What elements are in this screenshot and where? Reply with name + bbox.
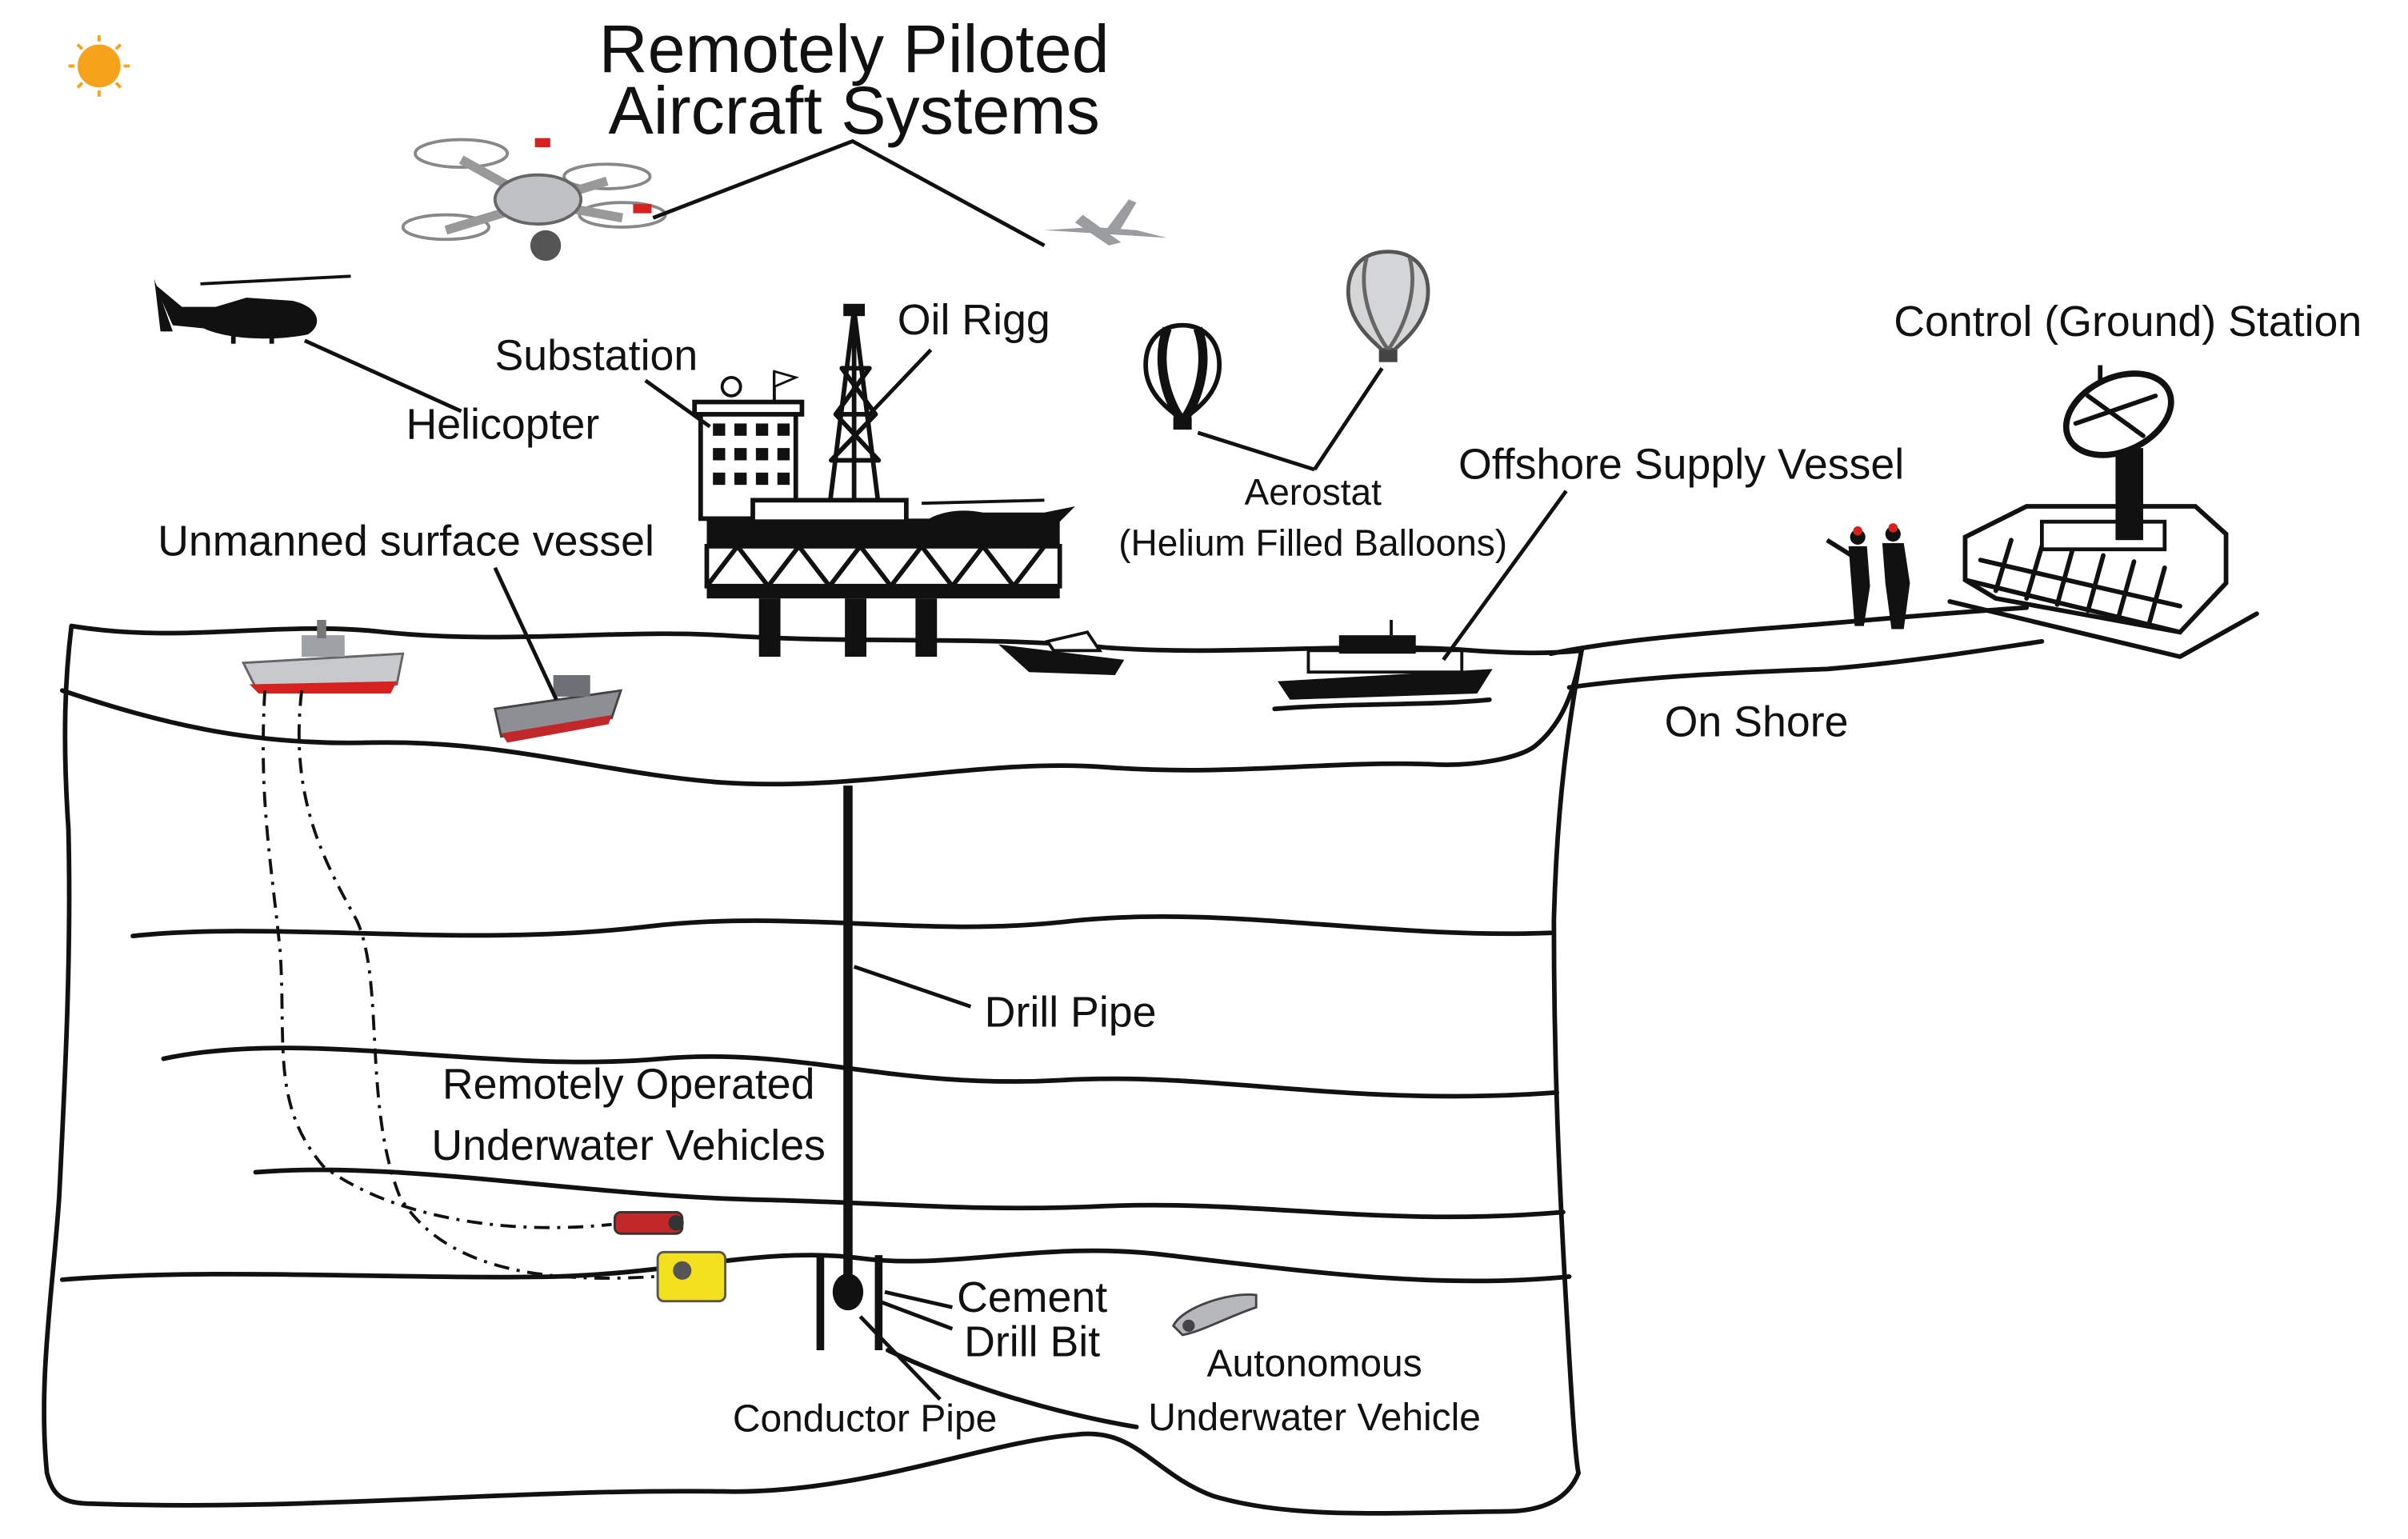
people-icon: [1826, 523, 1910, 630]
grey-balloon-icon: [1346, 250, 1430, 362]
label-rov-line2: Underwater Vehicles: [431, 1121, 826, 1169]
warship-icon: [241, 619, 405, 694]
label-rpas-line2: Aircraft Systems: [609, 73, 1100, 148]
label-rpas-line1: Remotely Piloted: [599, 11, 1110, 86]
oil-rig-platform-icon: [692, 303, 1075, 658]
sun-icon: [68, 35, 130, 97]
unmanned-surface-vessel-icon: [494, 675, 623, 743]
label-helicopter: Helicopter: [406, 401, 599, 449]
label-substation: Substation: [494, 331, 698, 379]
label-on-shore: On Shore: [1665, 698, 1849, 746]
fixed-wing-drone-icon: [1044, 199, 1167, 246]
rov-icon: [613, 1210, 726, 1303]
label-auv-line2: Underwater Vehicle: [1148, 1397, 1481, 1439]
auv-icon: [1171, 1293, 1258, 1337]
labels: Remotely Piloted Aircraft Systems Helico…: [158, 11, 2362, 1441]
speedboat-icon: [998, 630, 1125, 676]
helicopter-icon: [154, 274, 351, 344]
label-control-station: Control (Ground) Station: [1894, 298, 2362, 346]
label-cement: Cement: [957, 1273, 1107, 1321]
label-offshore-supply-vessel: Offshore Supply Vessel: [1458, 440, 1904, 488]
supply-vessel-icon: [1272, 619, 1493, 712]
label-auv-line1: Autonomous: [1207, 1343, 1422, 1385]
label-oil-rig: Oil Rigg: [898, 296, 1050, 344]
label-aerostat-line2: (Helium Filled Balloons): [1118, 522, 1507, 563]
label-rov-line1: Remotely Operated: [442, 1060, 815, 1108]
label-usv: Unmanned surface vessel: [158, 517, 654, 565]
label-aerostat-line1: Aerostat: [1245, 471, 1382, 513]
striped-balloon-icon: [1143, 322, 1222, 430]
quadcopter-drone-icon: [401, 138, 667, 262]
label-conductor-pipe: Conductor Pipe: [733, 1398, 997, 1441]
drill-bit: [832, 1273, 864, 1311]
label-drill-bit: Drill Bit: [964, 1318, 1100, 1366]
rov-tethers: [262, 690, 655, 1280]
ground-station-satellite-dish-icon: [1947, 365, 2259, 659]
label-drill-pipe: Drill Pipe: [985, 988, 1157, 1036]
leader-lines: [303, 138, 1568, 1401]
